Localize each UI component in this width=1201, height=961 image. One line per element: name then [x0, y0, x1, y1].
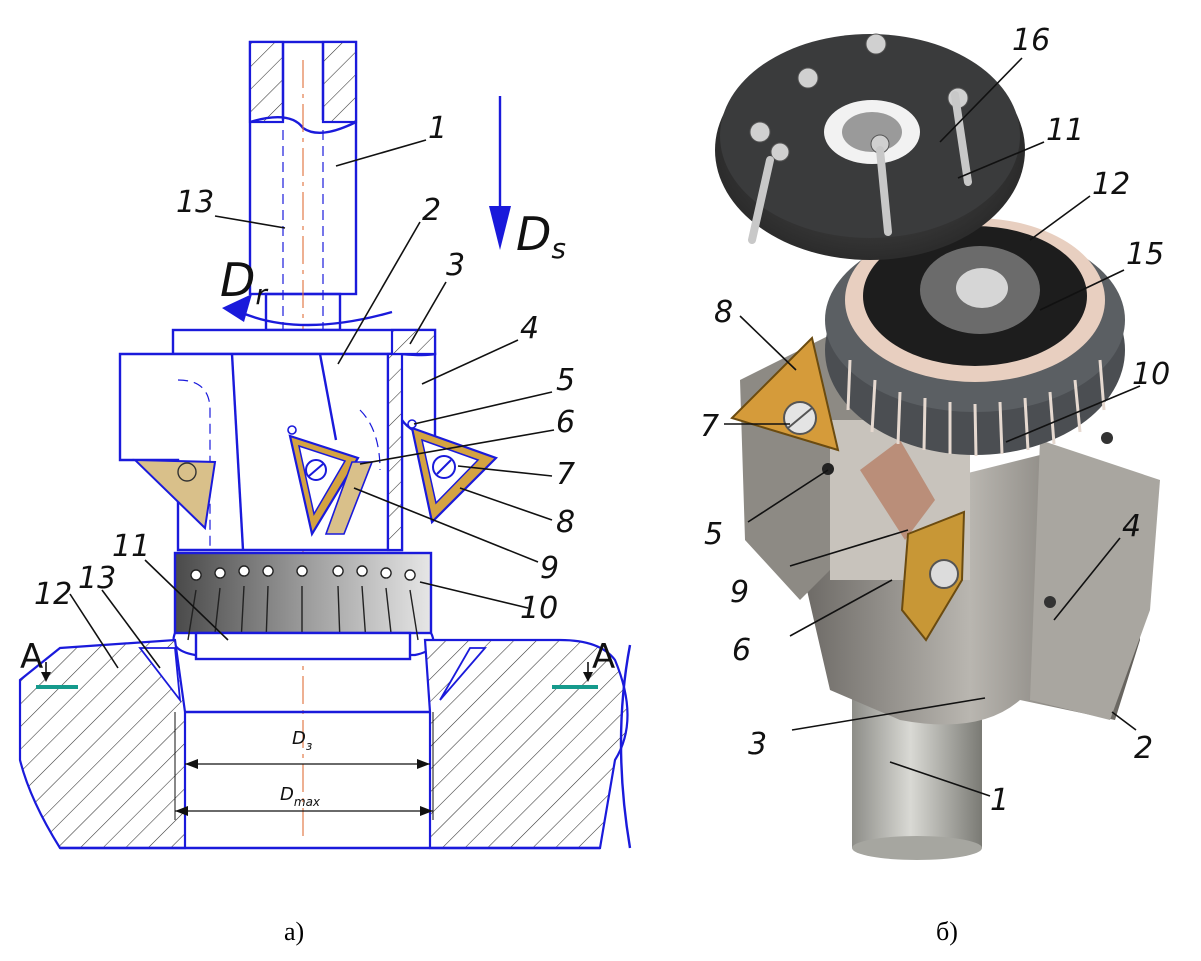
label-a-7: 7 — [556, 457, 575, 492]
label-a-1: 1 — [428, 111, 447, 146]
dim-d3-subscript: з — [306, 739, 312, 753]
label-b-16: 16 — [1012, 23, 1050, 58]
cutting-inserts — [132, 419, 499, 537]
svg-text:Ds: Ds — [516, 207, 566, 265]
label-a-6: 6 — [556, 405, 575, 440]
feed-subscript: s — [551, 232, 566, 265]
label-a-3: 3 — [446, 248, 465, 283]
label-b-15: 15 — [1126, 237, 1164, 272]
rotation-symbol: D — [220, 253, 255, 307]
workpiece — [18, 638, 632, 850]
cross-section-drawing: A A Dз Dmax Dr Ds 1 13 2 — [18, 40, 632, 850]
label-b-5: 5 — [704, 517, 723, 552]
dim-dmax-symbol: D — [280, 784, 294, 805]
label-b-1: 1 — [990, 783, 1009, 818]
svg-text:Dз: Dз — [292, 728, 312, 753]
label-b-9: 9 — [730, 575, 749, 610]
feed-symbol: D — [516, 207, 551, 261]
label-a-2: 2 — [422, 193, 441, 228]
dim-dmax-subscript: max — [294, 795, 321, 809]
caption-b: б) — [936, 917, 958, 946]
dimensions: Dз Dmax — [175, 728, 433, 816]
svg-text:Dr: Dr — [220, 253, 268, 311]
label-a-8: 8 — [556, 505, 575, 540]
rotation-arrow-head — [222, 294, 252, 322]
caption-a: а) — [284, 917, 304, 946]
section-marks: A A — [20, 637, 615, 689]
label-b-8: 8 — [714, 295, 733, 330]
label-b-6: 6 — [732, 633, 751, 668]
label-a-4: 4 — [520, 311, 539, 346]
motion-arrows: Dr Ds — [220, 96, 566, 327]
label-a-13-top: 13 — [176, 185, 214, 220]
part-labels-a: 1 13 2 3 4 5 6 7 8 9 10 11 12 1 — [34, 111, 575, 669]
section-label-right: A — [592, 637, 615, 677]
label-a-9: 9 — [540, 551, 559, 586]
label-b-3: 3 — [748, 727, 767, 762]
svg-text:Dmax: Dmax — [280, 784, 321, 809]
label-b-2: 2 — [1134, 731, 1153, 766]
section-label-left: A — [20, 637, 43, 677]
label-a-5: 5 — [556, 363, 575, 398]
label-b-7: 7 — [700, 409, 719, 444]
dim-d3-symbol: D — [292, 728, 306, 749]
collet-ring — [172, 551, 435, 661]
label-a-13-bottom: 13 — [78, 561, 116, 596]
label-a-11: 11 — [112, 529, 150, 564]
label-a-12: 12 — [34, 577, 72, 612]
rotation-subscript: r — [255, 278, 268, 311]
tool-body — [118, 328, 437, 552]
label-a-10: 10 — [520, 591, 558, 626]
label-b-10: 10 — [1132, 357, 1170, 392]
label-b-11: 11 — [1046, 113, 1084, 148]
label-b-12: 12 — [1092, 167, 1130, 202]
part-labels-b: 16 11 12 15 10 8 7 5 9 6 4 3 2 — [700, 23, 1170, 818]
feed-arrow-head — [489, 206, 511, 250]
tool-photo: 16 11 12 15 10 8 7 5 9 6 4 3 2 — [700, 23, 1170, 860]
label-b-4: 4 — [1122, 509, 1141, 544]
